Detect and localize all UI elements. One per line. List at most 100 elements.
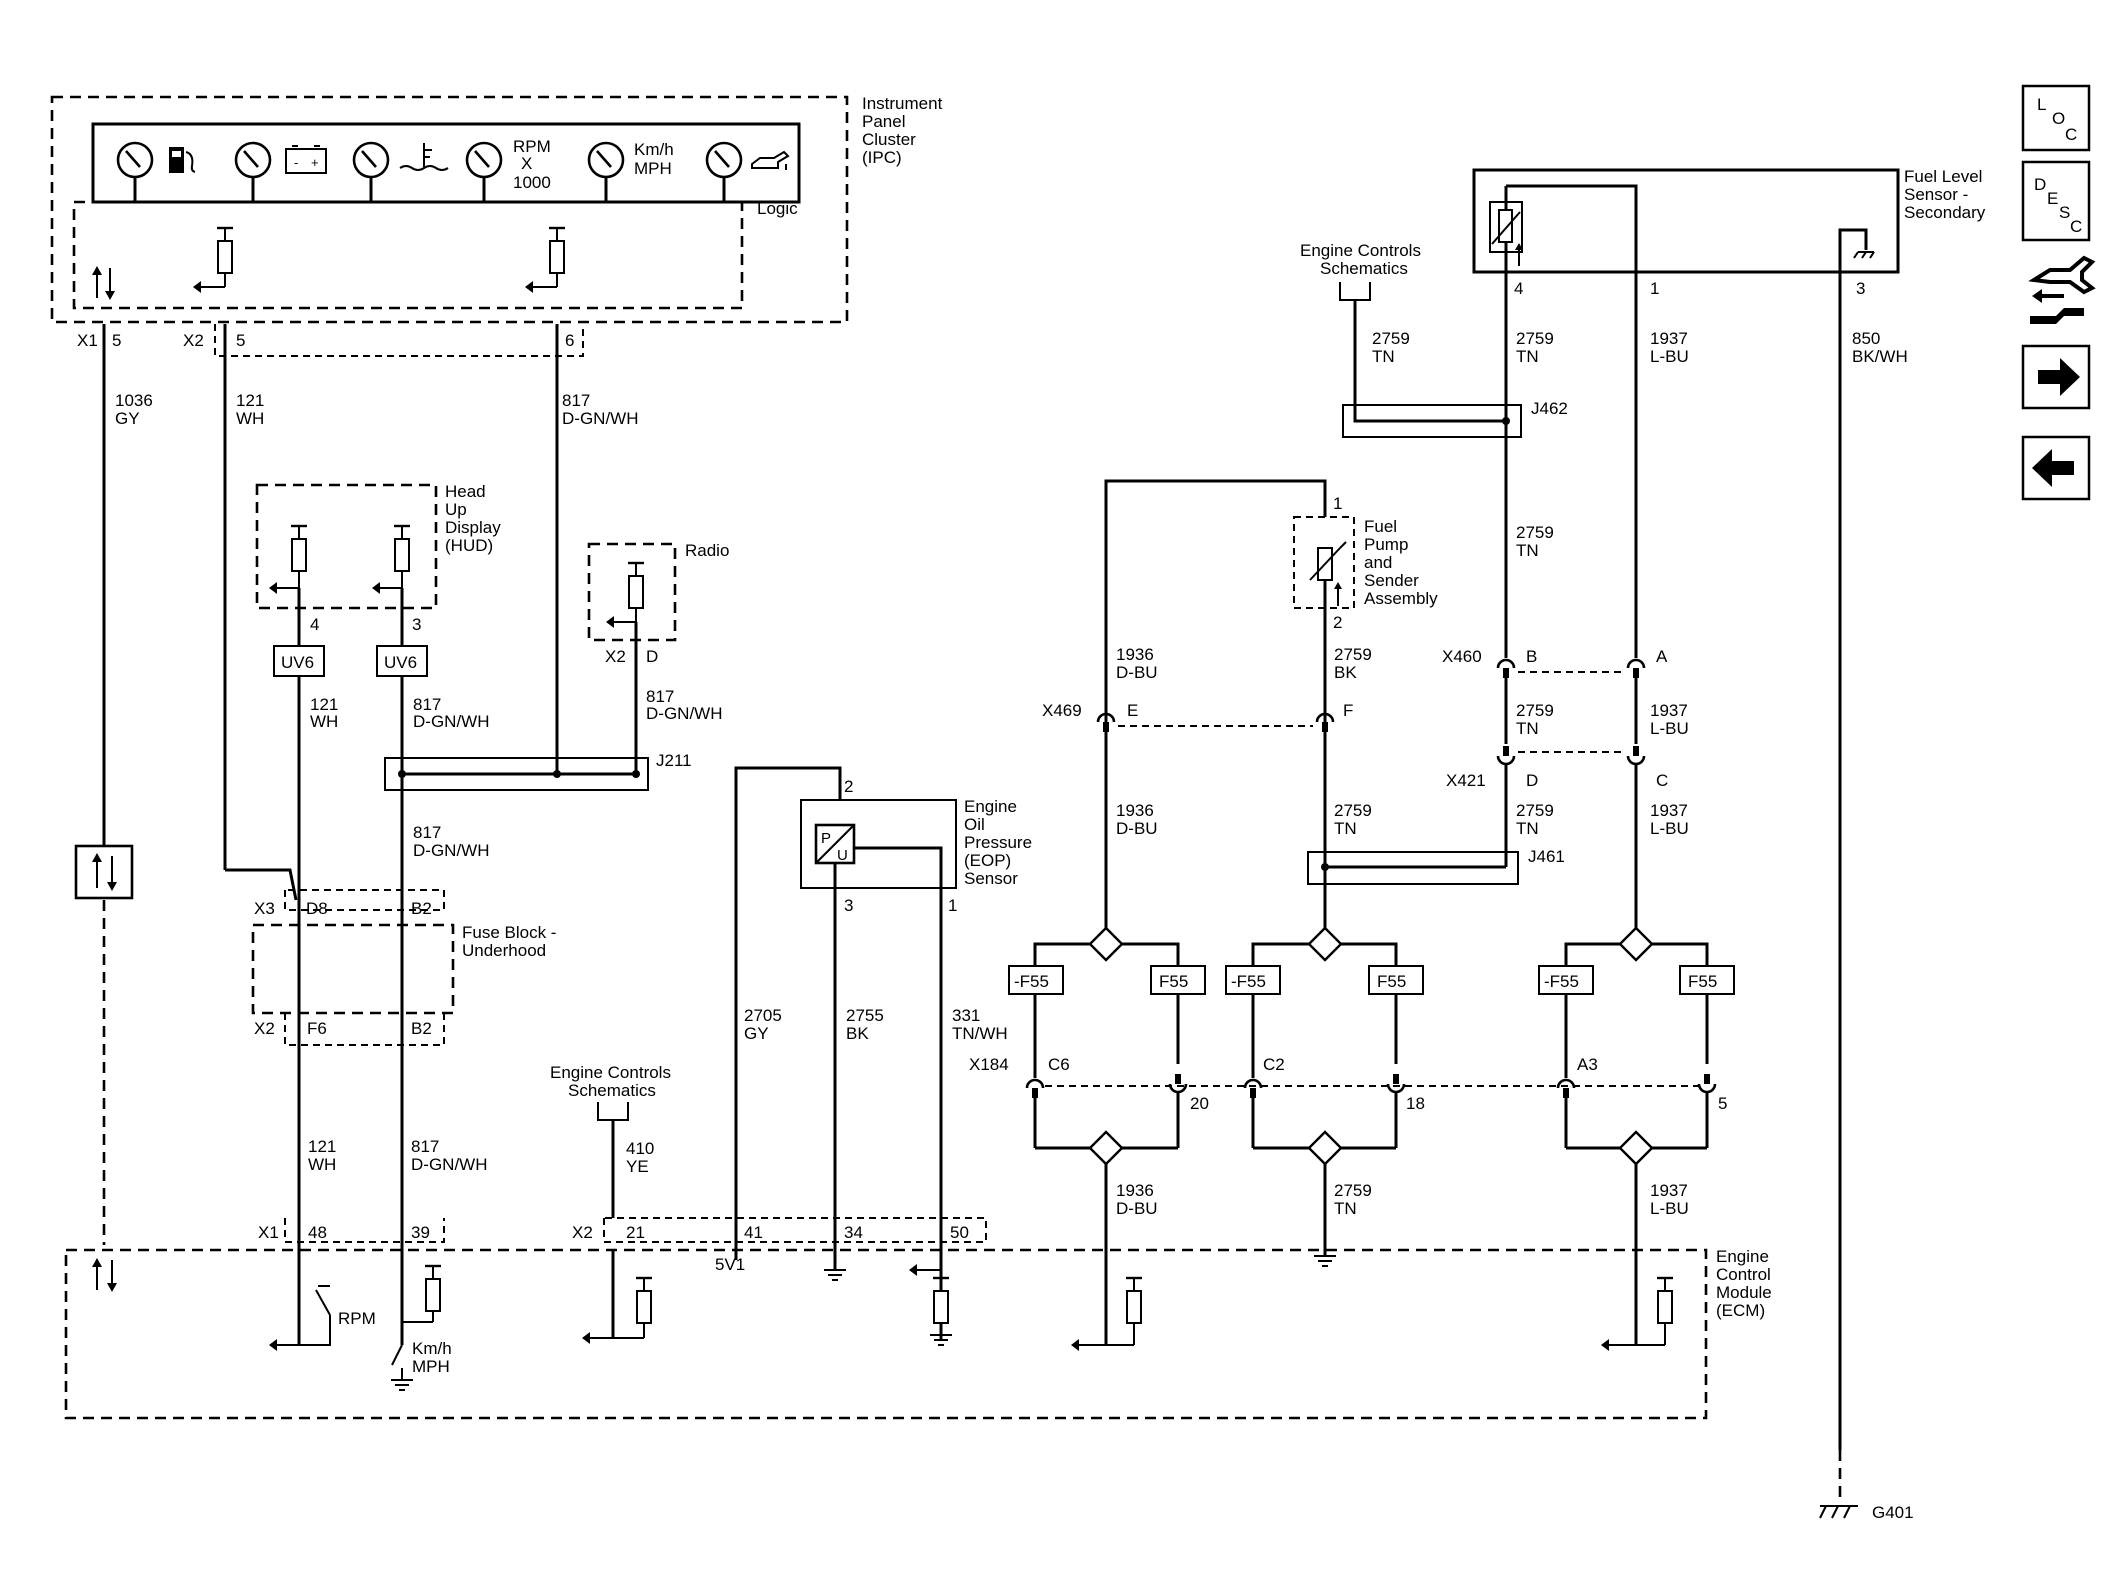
svg-text:B2: B2 <box>411 1019 432 1038</box>
svg-text:Fuel Level: Fuel Level <box>1904 167 1982 186</box>
connector-x184: X184 C6 20 C2 18 A3 5 <box>969 1055 1727 1113</box>
loc-button[interactable]: L O C <box>2021 84 2091 152</box>
svg-text:TN: TN <box>1334 1199 1357 1218</box>
svg-text:L-BU: L-BU <box>1650 819 1689 838</box>
svg-text:X469: X469 <box>1042 701 1082 720</box>
svg-text:J461: J461 <box>1528 847 1565 866</box>
svg-text:2759: 2759 <box>1516 329 1554 348</box>
diagnostic-icon[interactable] <box>2028 255 2096 324</box>
option-group-1936: -F55 F55 1936 D-BU <box>1008 926 1206 1345</box>
svg-text:48: 48 <box>308 1223 327 1242</box>
ipc-logic-input-1 <box>193 226 235 293</box>
svg-text:TN: TN <box>1516 719 1539 738</box>
svg-text:J462: J462 <box>1531 399 1568 418</box>
splice-pack-j462: J462 <box>1342 399 1568 438</box>
engine-control-module: X1 48 39 X2 21 41 34 50 Engine Control M… <box>64 1217 1772 1420</box>
svg-text:D-BU: D-BU <box>1116 663 1158 682</box>
svg-text:TN: TN <box>1334 819 1357 838</box>
svg-text:E: E <box>2047 189 2058 208</box>
svg-text:UV6: UV6 <box>384 653 417 672</box>
splice-pack-j211: J211 817 D-GN/WH <box>384 751 692 860</box>
svg-text:F6: F6 <box>307 1019 327 1038</box>
desc-button[interactable]: D E S C <box>2021 160 2091 242</box>
svg-text:Sender: Sender <box>1364 571 1419 590</box>
svg-text:F55: F55 <box>1377 972 1406 991</box>
svg-text:D: D <box>646 647 658 666</box>
svg-text:1: 1 <box>948 896 957 915</box>
svg-text:U: U <box>837 847 848 864</box>
svg-text:L: L <box>2037 95 2046 114</box>
connector-x469: X469 E F <box>1042 701 1353 734</box>
tachometer-gauge-icon: RPM X 1000 <box>465 137 551 192</box>
svg-text:121: 121 <box>310 695 338 714</box>
svg-text:Schematics: Schematics <box>568 1081 656 1100</box>
svg-text:D-BU: D-BU <box>1116 819 1158 838</box>
svg-text:Km/h: Km/h <box>412 1339 452 1358</box>
svg-text:TN: TN <box>1516 541 1539 560</box>
ipc-label-4: (IPC) <box>862 148 902 167</box>
fuel-gauge-icon <box>116 141 196 179</box>
ground-g401: G401 <box>1819 1503 1914 1522</box>
svg-text:2759: 2759 <box>1334 645 1372 664</box>
svg-text:817: 817 <box>646 687 674 706</box>
svg-text:D-GN/WH: D-GN/WH <box>646 704 722 723</box>
svg-text:F: F <box>1343 701 1353 720</box>
svg-text:+: + <box>311 155 319 170</box>
svg-text:P: P <box>821 830 831 847</box>
svg-text:X460: X460 <box>1442 647 1482 666</box>
svg-text:-: - <box>294 155 298 170</box>
svg-text:2759: 2759 <box>1516 701 1554 720</box>
svg-text:-F55: -F55 <box>1231 972 1266 991</box>
svg-text:121: 121 <box>308 1137 336 1156</box>
svg-text:X3: X3 <box>254 899 275 918</box>
svg-text:WH: WH <box>310 712 338 731</box>
svg-text:2759: 2759 <box>1334 1181 1372 1200</box>
fuel-pump-sender-assembly: 1 2 Fuel Pump and Sender Assembly 1936 D… <box>1104 479 1438 722</box>
svg-text:X2: X2 <box>572 1223 593 1242</box>
svg-text:D-BU: D-BU <box>1116 1199 1158 1218</box>
ecm-bidirectional-arrow-icon <box>92 1258 117 1292</box>
option-uv6-b <box>376 645 428 677</box>
svg-text:C: C <box>1656 771 1668 790</box>
svg-text:1936: 1936 <box>1116 1181 1154 1200</box>
svg-text:L-BU: L-BU <box>1650 347 1689 366</box>
bidirectional-arrow-icon <box>92 266 115 300</box>
ipc-speed-label-2: MPH <box>634 159 672 178</box>
svg-text:Sensor -: Sensor - <box>1904 185 1968 204</box>
svg-text:-F55: -F55 <box>1544 972 1579 991</box>
svg-text:E: E <box>1127 701 1138 720</box>
svg-text:817: 817 <box>413 823 441 842</box>
svg-text:B2: B2 <box>411 899 432 918</box>
svg-text:S: S <box>2059 203 2070 222</box>
option-group-1937: -F55 F55 1937 L-BU <box>1538 926 1735 1345</box>
connector-x421: X421 D C <box>1446 744 1668 790</box>
svg-text:X1: X1 <box>258 1223 279 1242</box>
ipc-pin-x2-6: 6 <box>565 331 574 350</box>
svg-text:WH: WH <box>236 409 264 428</box>
previous-button[interactable] <box>2021 435 2091 501</box>
ipc-logic-label: Logic <box>757 199 798 218</box>
svg-text:2: 2 <box>844 777 853 796</box>
ipc-rpm-label-3: 1000 <box>513 173 551 192</box>
arrow-right-icon <box>2038 358 2080 396</box>
svg-text:O: O <box>2052 109 2065 128</box>
oil-pressure-gauge-icon <box>705 141 790 179</box>
head-up-display: Head Up Display (HUD) 4 3 UV6 UV6 <box>255 482 501 677</box>
svg-text:X2: X2 <box>605 647 626 666</box>
svg-text:(ECM): (ECM) <box>1716 1301 1765 1320</box>
svg-text:D-GN/WH: D-GN/WH <box>413 841 489 860</box>
engine-controls-ref-b: Engine Controls Schematics 2759 TN <box>1300 241 1421 420</box>
svg-text:GY: GY <box>115 409 140 428</box>
svg-text:1937: 1937 <box>1650 1181 1688 1200</box>
svg-text:39: 39 <box>411 1223 430 1242</box>
svg-text:50: 50 <box>950 1223 969 1242</box>
svg-text:Module: Module <box>1716 1283 1772 1302</box>
svg-text:5: 5 <box>1718 1094 1727 1113</box>
svg-text:Sensor: Sensor <box>964 869 1018 888</box>
svg-text:D: D <box>2034 175 2046 194</box>
svg-text:B: B <box>1526 647 1537 666</box>
svg-text:817: 817 <box>562 391 590 410</box>
next-button[interactable] <box>2021 344 2091 410</box>
svg-text:F55: F55 <box>1688 972 1717 991</box>
svg-text:21: 21 <box>626 1223 645 1242</box>
